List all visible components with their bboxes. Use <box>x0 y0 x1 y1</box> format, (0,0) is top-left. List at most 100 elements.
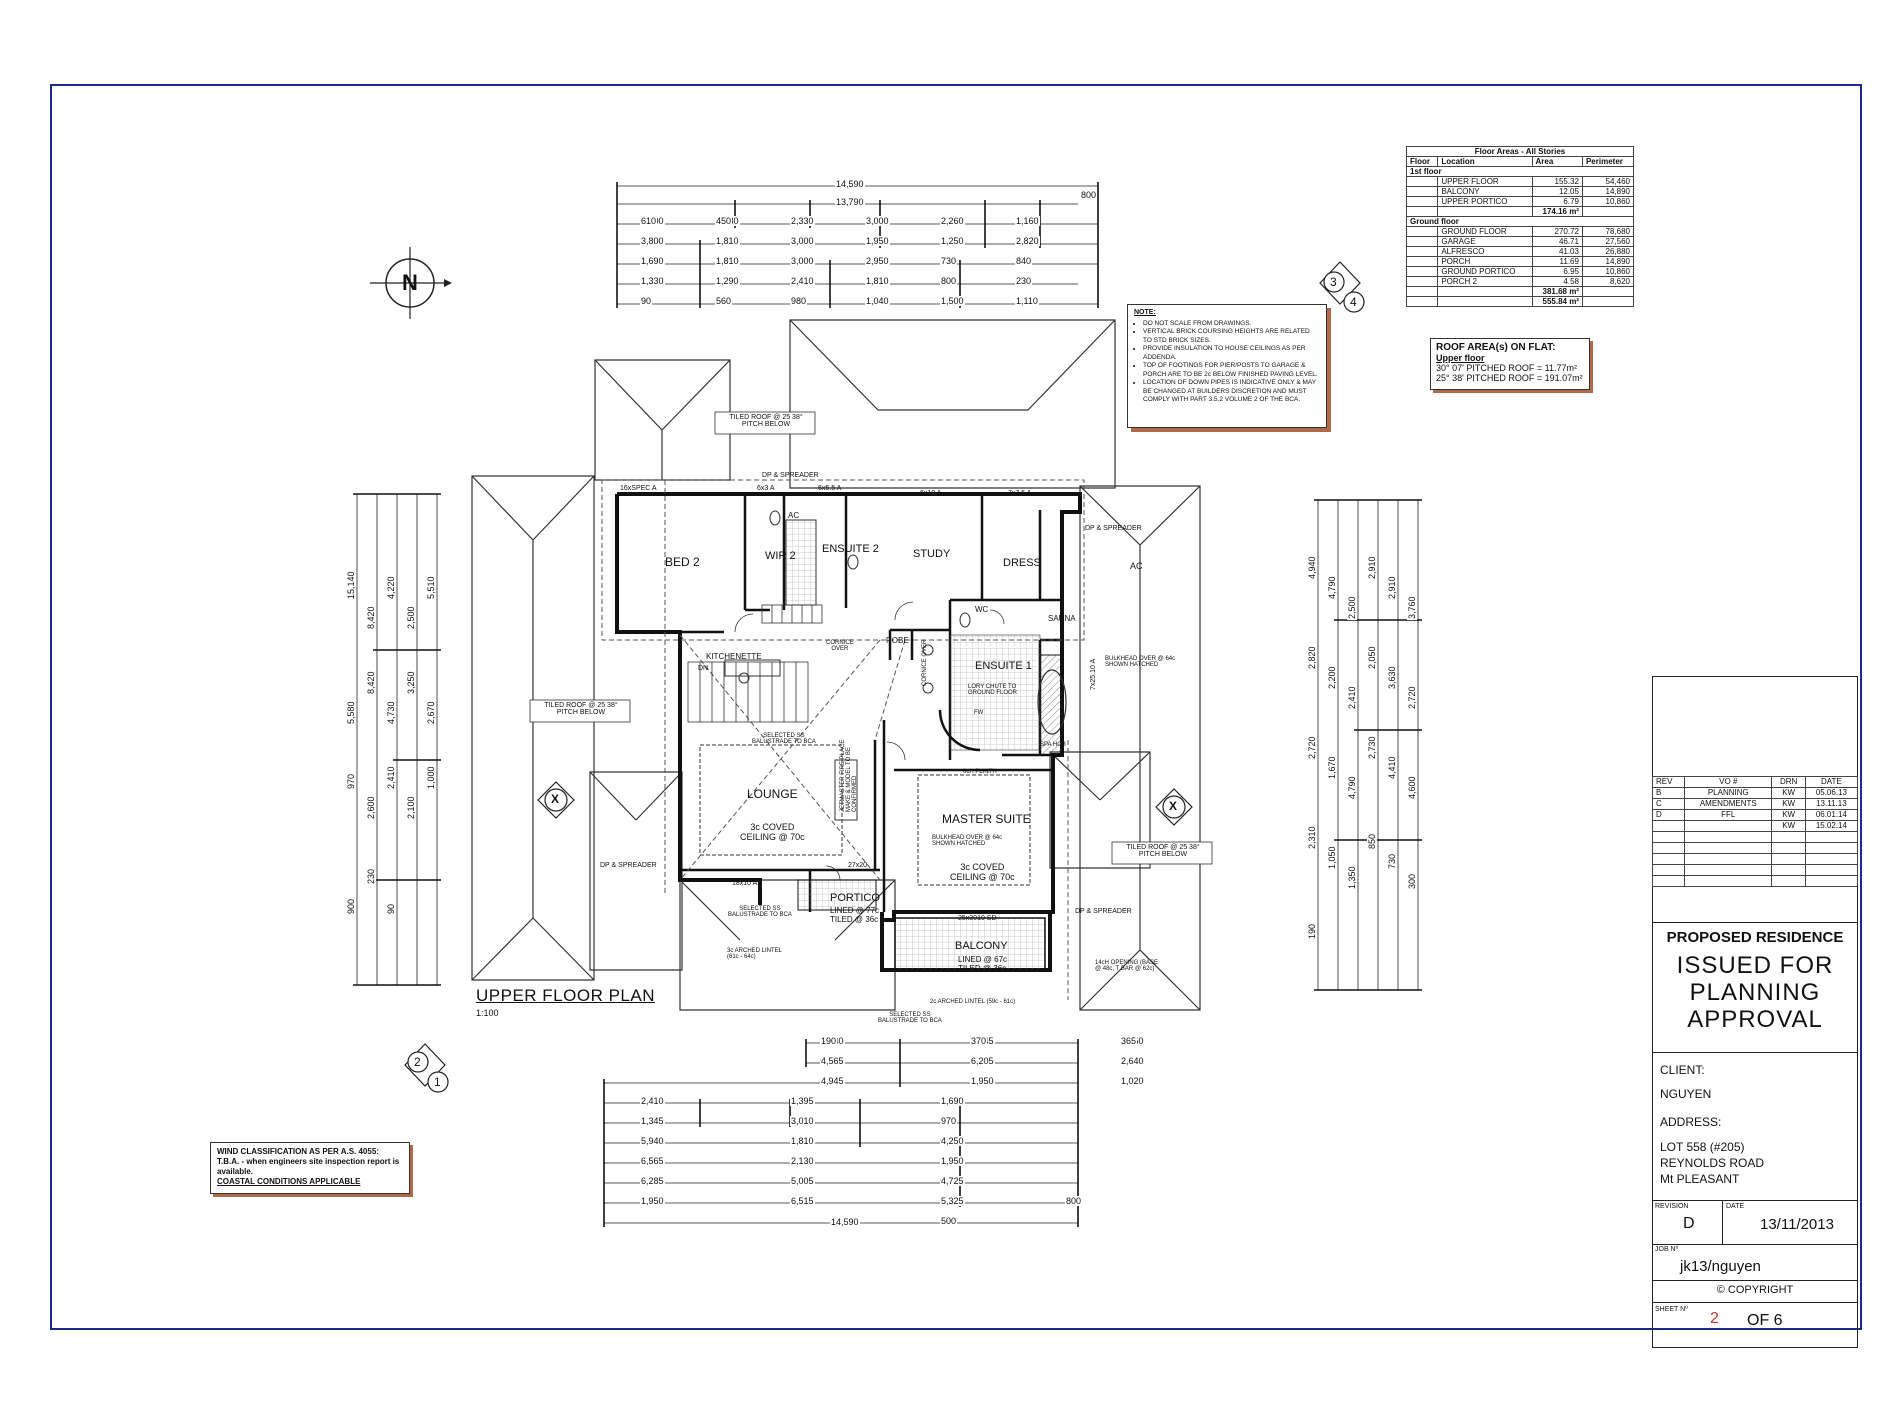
dimension-label: 3,000 <box>790 236 815 246</box>
plan-scale: 1:100 <box>476 1008 499 1018</box>
revision-cell: KW <box>1771 809 1806 821</box>
floor-cell <box>1405 176 1439 187</box>
area-cell: 4.58 <box>1531 276 1583 287</box>
issued-line: APPROVAL <box>1687 1006 1823 1033</box>
dimension-label: 500 <box>940 1216 958 1226</box>
dimension-label: 970 <box>346 772 356 790</box>
dimension-label: 3,000 <box>790 256 815 266</box>
label-spec-16: 16xSPEC A <box>620 485 657 492</box>
dimension-label: 1,250 <box>940 236 965 246</box>
issued-line: PLANNING <box>1689 979 1821 1006</box>
dimension-label: 2,310 <box>1307 825 1317 850</box>
room-wir2: WIR 2 <box>765 550 796 562</box>
dimension-label: 13,790 <box>835 197 865 207</box>
label-dp-spreader-right: DP & SPREADER <box>1085 525 1142 532</box>
date-label: DATE <box>1726 1203 1745 1210</box>
perimeter-cell: 8,620 <box>1581 276 1635 287</box>
floor-cell <box>1405 226 1439 237</box>
dimension-label: 840 <box>1015 256 1033 266</box>
room-bed2: BED 2 <box>665 555 700 569</box>
label-spec-6x3: 6x3 A <box>757 485 775 492</box>
label-spec-7x25: 7x25.10 A <box>1090 658 1097 690</box>
section-marker-bottom <box>404 1043 449 1093</box>
sheet-of: OF 6 <box>1747 1312 1783 1329</box>
col-perimeter: Perimeter <box>1581 156 1635 167</box>
room-dress: DRESS <box>1003 557 1041 569</box>
area-cell: 41.03 <box>1531 246 1583 257</box>
label-dp-spreader-left: DP & SPREADER <box>600 862 657 869</box>
dimension-label: 1,810 <box>790 1136 815 1146</box>
address-block: LOT 558 (#205) REYNOLDS ROAD Mt PLEASANT <box>1660 1139 1764 1187</box>
section-mark-x-left: X <box>551 792 560 806</box>
area-cell: 6.95 <box>1531 266 1583 277</box>
ensuite1-tiles <box>949 634 1041 751</box>
ground-floor-label: Ground floor <box>1406 216 1634 227</box>
dimension-label: 4,220 <box>386 575 396 600</box>
rev-col-rev: REV <box>1651 776 1686 788</box>
label-spec-7x75: 7x7.5 A <box>1008 490 1032 497</box>
roof-area-row: 25° 38' PITCHED ROOF = 191.07m² <box>1436 373 1584 383</box>
dimension-label: 2,130 <box>790 1156 815 1166</box>
roof-row-label: 25° 38' PITCHED ROOF = <box>1436 373 1543 383</box>
room-robe: ROBE <box>886 636 909 645</box>
perimeter-cell: 14,890 <box>1581 256 1635 267</box>
dimension-label: 4,600 <box>1407 775 1417 800</box>
dimension-label: 2,100 <box>406 795 416 820</box>
address-line: REYNOLDS ROAD <box>1660 1156 1765 1170</box>
dimension-label: 1,690 <box>640 256 665 266</box>
label-spec-6x55: 6x5.5 A <box>818 485 842 492</box>
dimension-label: 3,760 <box>1407 595 1417 620</box>
area-cell: 270.72 <box>1531 226 1583 237</box>
dimension-label: 2,910 <box>1367 555 1377 580</box>
location-cell: PORCH <box>1437 256 1533 267</box>
revision-cell <box>1651 820 1686 832</box>
floor-cell <box>1405 236 1439 247</box>
dimension-label: 970 <box>940 1116 958 1126</box>
label-plinth: 6cH PLINTH <box>963 769 997 775</box>
dimension-label: 1,950 <box>970 1076 995 1086</box>
perimeter-cell: 26,880 <box>1581 246 1635 257</box>
label-dp-spreader-top: DP & SPREADER <box>762 472 819 479</box>
label-selected-ss1: SELECTED SS BALUSTRADE TO BCA <box>752 733 816 745</box>
proposed-residence: PROPOSED RESIDENCE <box>1666 929 1844 946</box>
revision-cell: D <box>1651 809 1686 821</box>
section-mark-4: 4 <box>1350 295 1357 309</box>
dimension-label: 190 <box>1307 922 1317 940</box>
dimension-label: 2,640 <box>1120 1056 1145 1066</box>
rev-col-drn: DRN <box>1771 776 1806 788</box>
dimension-label: 5,510 <box>426 575 436 600</box>
address-line: Mt PLEASANT <box>1660 1172 1740 1186</box>
roof-row-value: 11.77m² <box>1544 363 1577 373</box>
dimension-label: 4,945 <box>820 1076 845 1086</box>
area-cell: 155.32 <box>1531 176 1583 187</box>
sheet-number: 2 <box>1710 1310 1719 1327</box>
location-cell: BALCONY <box>1437 186 1533 197</box>
address-line: LOT 558 (#205) <box>1660 1140 1745 1154</box>
dimension-label: 800 <box>940 276 958 286</box>
dimension-label: 4,730 <box>386 700 396 725</box>
floor-cell <box>1405 186 1439 197</box>
dimension-label: 450 <box>715 216 733 226</box>
label-tiled-roof-right: TILED ROOF @ 25 38° PITCH BELOW <box>1126 844 1200 858</box>
dimension-label: 1,020 <box>1120 1076 1145 1086</box>
dimension-label: 1,110 <box>1015 296 1039 306</box>
dimension-label: 4,410 <box>1387 755 1397 780</box>
dimension-label: 1,950 <box>865 236 890 246</box>
room-portico-finish: LINED @ 77c TILED @ 36c <box>830 906 880 924</box>
dimension-label: 8,420 <box>366 605 376 630</box>
dimension-label: 8,420 <box>366 670 376 695</box>
ground-total: 381.68 m² <box>1531 286 1583 297</box>
notes-title: NOTE: <box>1134 309 1156 316</box>
room-master: MASTER SUITE <box>942 812 1031 826</box>
label-bulkhead-master: BULKHEAD OVER @ 64c SHOWN HATCHED <box>932 835 1003 847</box>
label-opening14: 14cH OPENING (BASE @ 48c, T BAR @ 62c) <box>1095 960 1159 972</box>
dimension-label: 2,670 <box>426 700 436 725</box>
dimension-label: 5,005 <box>790 1176 815 1186</box>
wind-classification-box: WIND CLASSIFICATION AS PER A.S. 4055: T.… <box>210 1142 410 1194</box>
grand-total: 555.84 m² <box>1531 296 1583 307</box>
roof-area-sub: Upper floor <box>1436 353 1485 363</box>
